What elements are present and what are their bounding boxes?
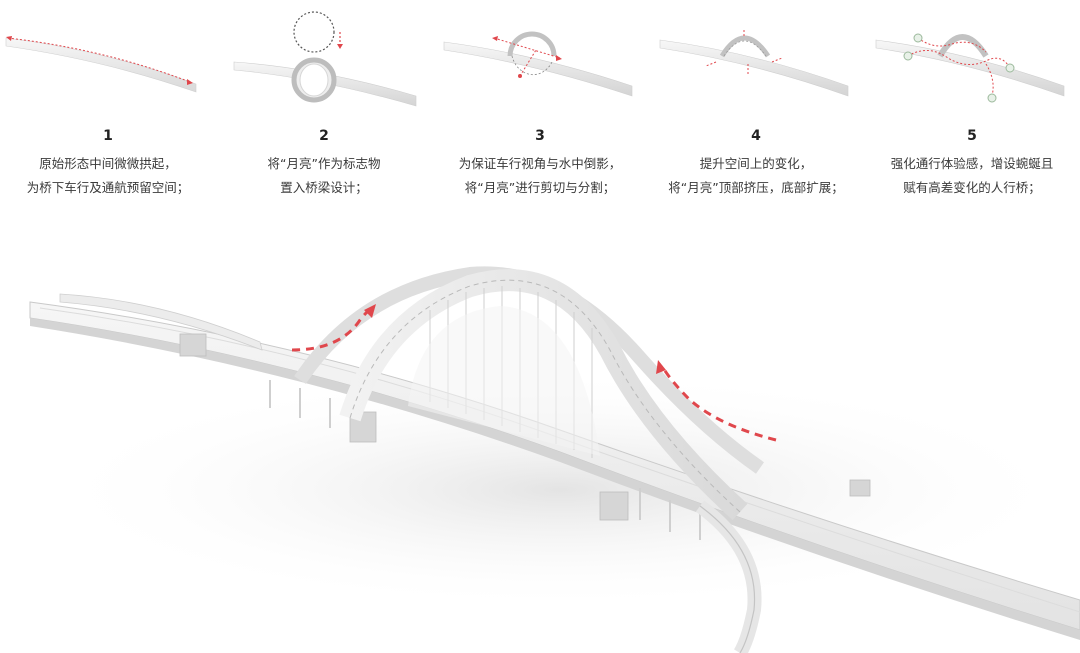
step-4-number: 4 <box>751 128 761 144</box>
bridge-piers <box>179 333 871 521</box>
step-5-model-thumbnail <box>875 33 1065 103</box>
step-4-caption-line2: 将“月亮”顶部挤压，底部扩展； <box>668 180 844 195</box>
step-3-caption-line1: 为保证车行视角与水中倒影， <box>458 156 622 171</box>
step-2-caption-line2: 置入桥梁设计； <box>280 180 368 195</box>
step-1-number: 1 <box>103 128 113 144</box>
step-2-number: 2 <box>319 128 329 144</box>
step-5-number: 5 <box>967 128 977 144</box>
step-2-model-thumbnail <box>233 11 417 107</box>
step-3-model-thumbnail <box>443 31 633 97</box>
step-1-caption-line1: 原始形态中间微微拱起， <box>39 156 177 171</box>
step-5-caption-line2: 赋有高差变化的人行桥； <box>903 180 1041 195</box>
step-3-number: 3 <box>535 128 545 144</box>
left-approach-ramp <box>59 293 263 351</box>
step-2-caption-line1: 将“月亮”作为标志物 <box>267 156 381 171</box>
step-4-model-thumbnail <box>659 30 849 97</box>
step-1-arrow <box>7 37 191 83</box>
step-1-model-thumbnail <box>5 36 197 93</box>
design-steps: 1 原始形态中间微微拱起， 为桥下车行及通航预留空间； 2 将“月亮”作为标志物… <box>0 0 1080 210</box>
step-5: 5 强化通行体验感，增设蜿蜒且 赋有高差变化的人行桥； <box>864 0 1080 210</box>
step-3-caption-line2: 将“月亮”进行剪切与分割； <box>464 180 616 195</box>
step-5-caption-line1: 强化通行体验感，增设蜿蜒且 <box>890 156 1054 171</box>
arrow-head-right <box>656 360 666 374</box>
pier-columns <box>269 380 701 540</box>
arch-truss-lattice <box>349 279 741 513</box>
step-4-caption-line1: 提升空间上的变化， <box>699 156 813 171</box>
step-1-caption-line2: 为桥下车行及通航预留空间； <box>26 180 190 195</box>
moon-inner-void <box>408 306 600 456</box>
step-3: 3 为保证车行视角与水中倒影， 将“月亮”进行剪切与分割； <box>432 0 648 210</box>
pedestrian-ramp-edge <box>699 505 756 653</box>
step-2: 2 将“月亮”作为标志物 置入桥梁设计； <box>216 0 432 210</box>
arrow-head-left <box>364 304 376 318</box>
bridge-hero-rendering <box>29 266 1080 653</box>
step-1: 1 原始形态中间微微拱起， 为桥下车行及通航预留空间； <box>0 0 216 210</box>
step-4: 4 提升空间上的变化， 将“月亮”顶部挤压，底部扩展； <box>648 0 864 210</box>
